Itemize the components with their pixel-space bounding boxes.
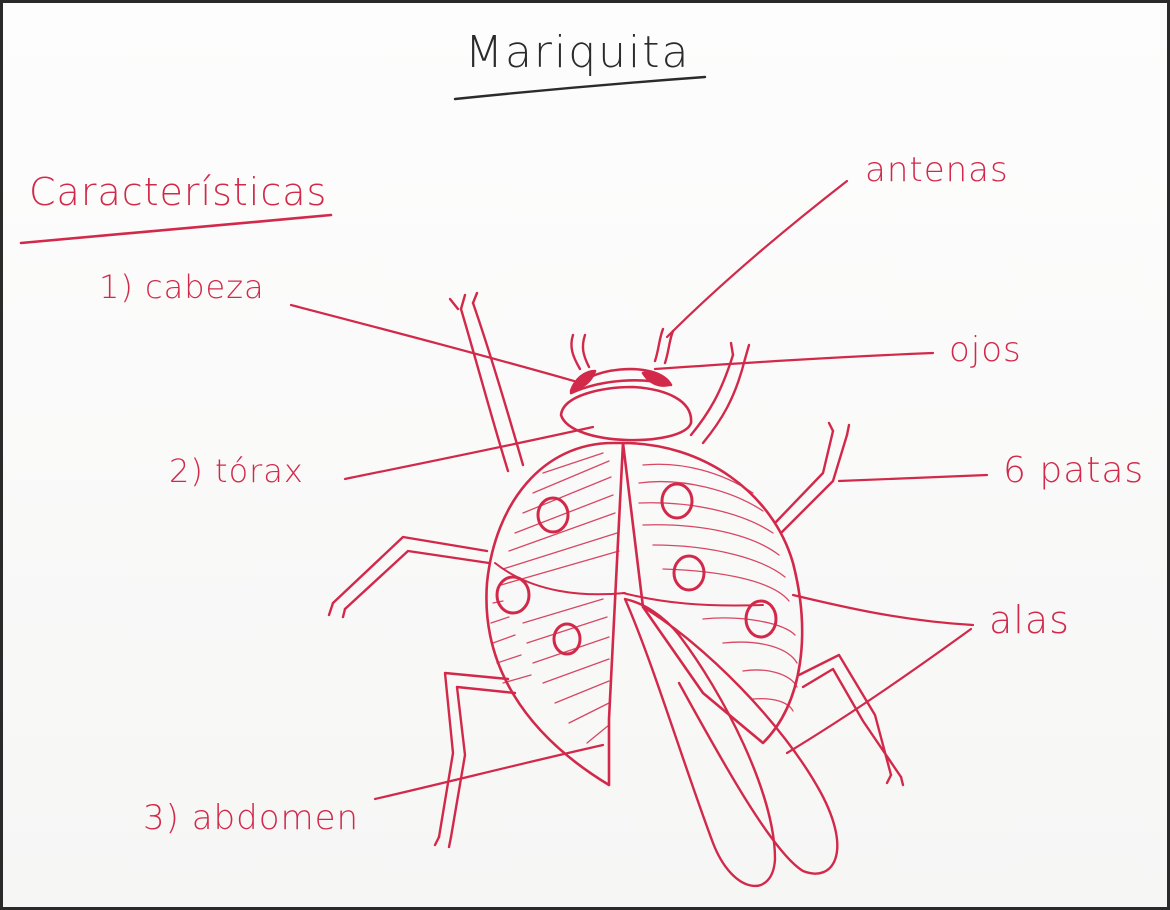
pointer-lines (291, 181, 987, 799)
eye-right (643, 373, 669, 386)
leg-mid-right (775, 431, 847, 533)
label-torax: 2) tórax (169, 455, 304, 487)
leg-back-right (799, 655, 901, 777)
antennae (571, 329, 673, 369)
leg-mid-left (333, 537, 489, 609)
pointer-cabeza (291, 305, 581, 383)
spot (674, 556, 704, 590)
pointer-torax (345, 427, 593, 479)
pointer-abdomen (375, 745, 603, 799)
leg-mid-left-claw (329, 603, 345, 617)
label-alas: alas (989, 601, 1070, 639)
leg-front-right (691, 355, 745, 443)
spot (662, 484, 692, 518)
spot (554, 624, 580, 654)
elytra-right (623, 443, 802, 743)
leg-front-left (461, 303, 523, 471)
antenna-left (571, 335, 589, 369)
label-antenas: antenas (865, 153, 1009, 187)
title-underline (455, 77, 705, 99)
leg-back-left (439, 673, 515, 837)
pointer-alas-1 (793, 595, 973, 625)
title: Mariquita (465, 31, 691, 75)
thorax (561, 387, 691, 440)
label-patas: 6 patas (1003, 453, 1144, 489)
spot (538, 498, 568, 532)
label-abdomen: 3) abdomen (143, 801, 359, 835)
section-heading: Características (29, 173, 327, 211)
heading-underline (21, 215, 331, 243)
leg-back-right-claw (887, 775, 903, 785)
pointer-ojos (655, 353, 933, 369)
pointer-antenas (667, 181, 847, 337)
spot (497, 577, 529, 613)
elytra-right-band (623, 593, 763, 606)
pointer-patas (839, 475, 987, 481)
leg-back-left-claw (435, 837, 451, 847)
label-cabeza: 1) cabeza (99, 271, 265, 303)
label-ojos: ojos (949, 333, 1022, 367)
leg-front-left-claw (450, 293, 477, 309)
